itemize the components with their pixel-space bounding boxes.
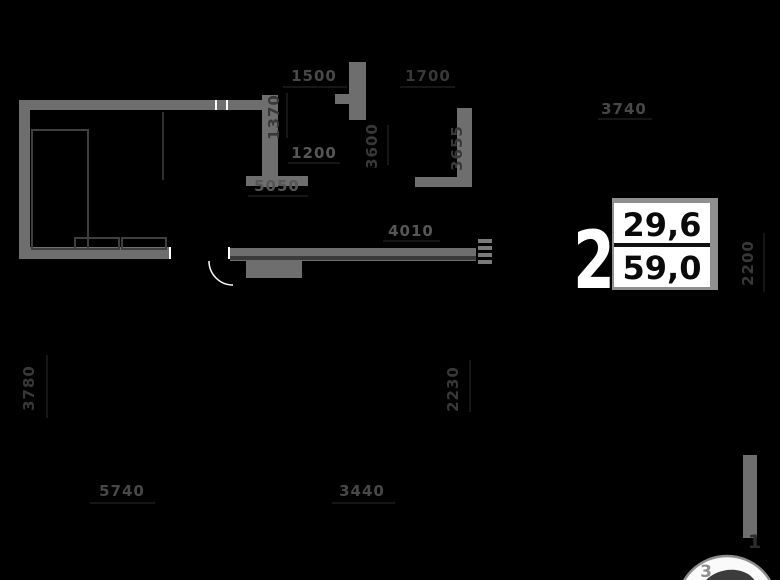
dimension-lines: [46, 86, 765, 504]
wall-left: [19, 100, 30, 259]
floor-mark: 1: [748, 531, 761, 553]
dimension-labels: 1500 1700 1370 1200 3600 3655 5050 4010 …: [20, 67, 757, 500]
door-jamb: [169, 247, 171, 259]
window-hatch: [478, 239, 492, 264]
wall-kitchen-bottom: [415, 177, 472, 187]
unit-rooms-count: 2: [573, 213, 615, 307]
dim-label: 3780: [20, 365, 38, 411]
dim-label: 4010: [388, 222, 434, 240]
window-stripe: [478, 260, 492, 264]
wall-right-lower: [743, 455, 757, 538]
furniture-wardrobe: [31, 129, 89, 250]
unit-area-lower: 59,0: [623, 249, 702, 287]
dim-label: 3600: [363, 123, 381, 169]
door-jamb: [228, 247, 230, 259]
wall-mid: [246, 176, 308, 186]
unit-info-block: 2 29,6 59,0: [573, 198, 718, 307]
window-stripe: [478, 246, 492, 250]
furniture: [31, 112, 167, 250]
furniture-unit: [121, 237, 167, 250]
dim-label: 3655: [448, 125, 466, 171]
info-box-divider: [614, 243, 710, 247]
badge-swoosh-icon: [706, 569, 755, 580]
dim-label: 3440: [339, 482, 385, 500]
corner-badge: 1 3: [682, 531, 772, 580]
dim-label: 1700: [405, 67, 451, 85]
badge-circle: [682, 554, 772, 580]
furniture-unit: [74, 237, 120, 250]
dim-label: 3740: [601, 100, 647, 118]
unit-area-upper: 29,6: [623, 206, 702, 244]
door-jamb: [215, 100, 217, 110]
window-stripe: [478, 239, 492, 243]
dim-label: 1370: [265, 94, 283, 140]
wall-kitchen-stub: [349, 62, 366, 120]
window-stripe: [478, 253, 492, 257]
dim-label: 1500: [291, 67, 337, 85]
door-jamb: [226, 100, 228, 110]
dim-label: 2230: [444, 366, 462, 412]
dim-label: 1200: [291, 144, 337, 162]
wall-corridor-core: [230, 256, 476, 260]
doors: [169, 100, 234, 286]
wall-kitchen-top: [335, 94, 365, 104]
badge-number: 3: [700, 562, 712, 580]
wall-step-block: [246, 261, 302, 278]
wall-room-divider: [262, 95, 278, 187]
wall-top: [19, 100, 270, 110]
door-swing-arc: [208, 260, 234, 286]
dim-label: 5740: [99, 482, 145, 500]
dim-label: 5050: [254, 177, 300, 195]
wall-kitchen-right: [457, 108, 472, 187]
dim-label: 2200: [739, 240, 757, 286]
